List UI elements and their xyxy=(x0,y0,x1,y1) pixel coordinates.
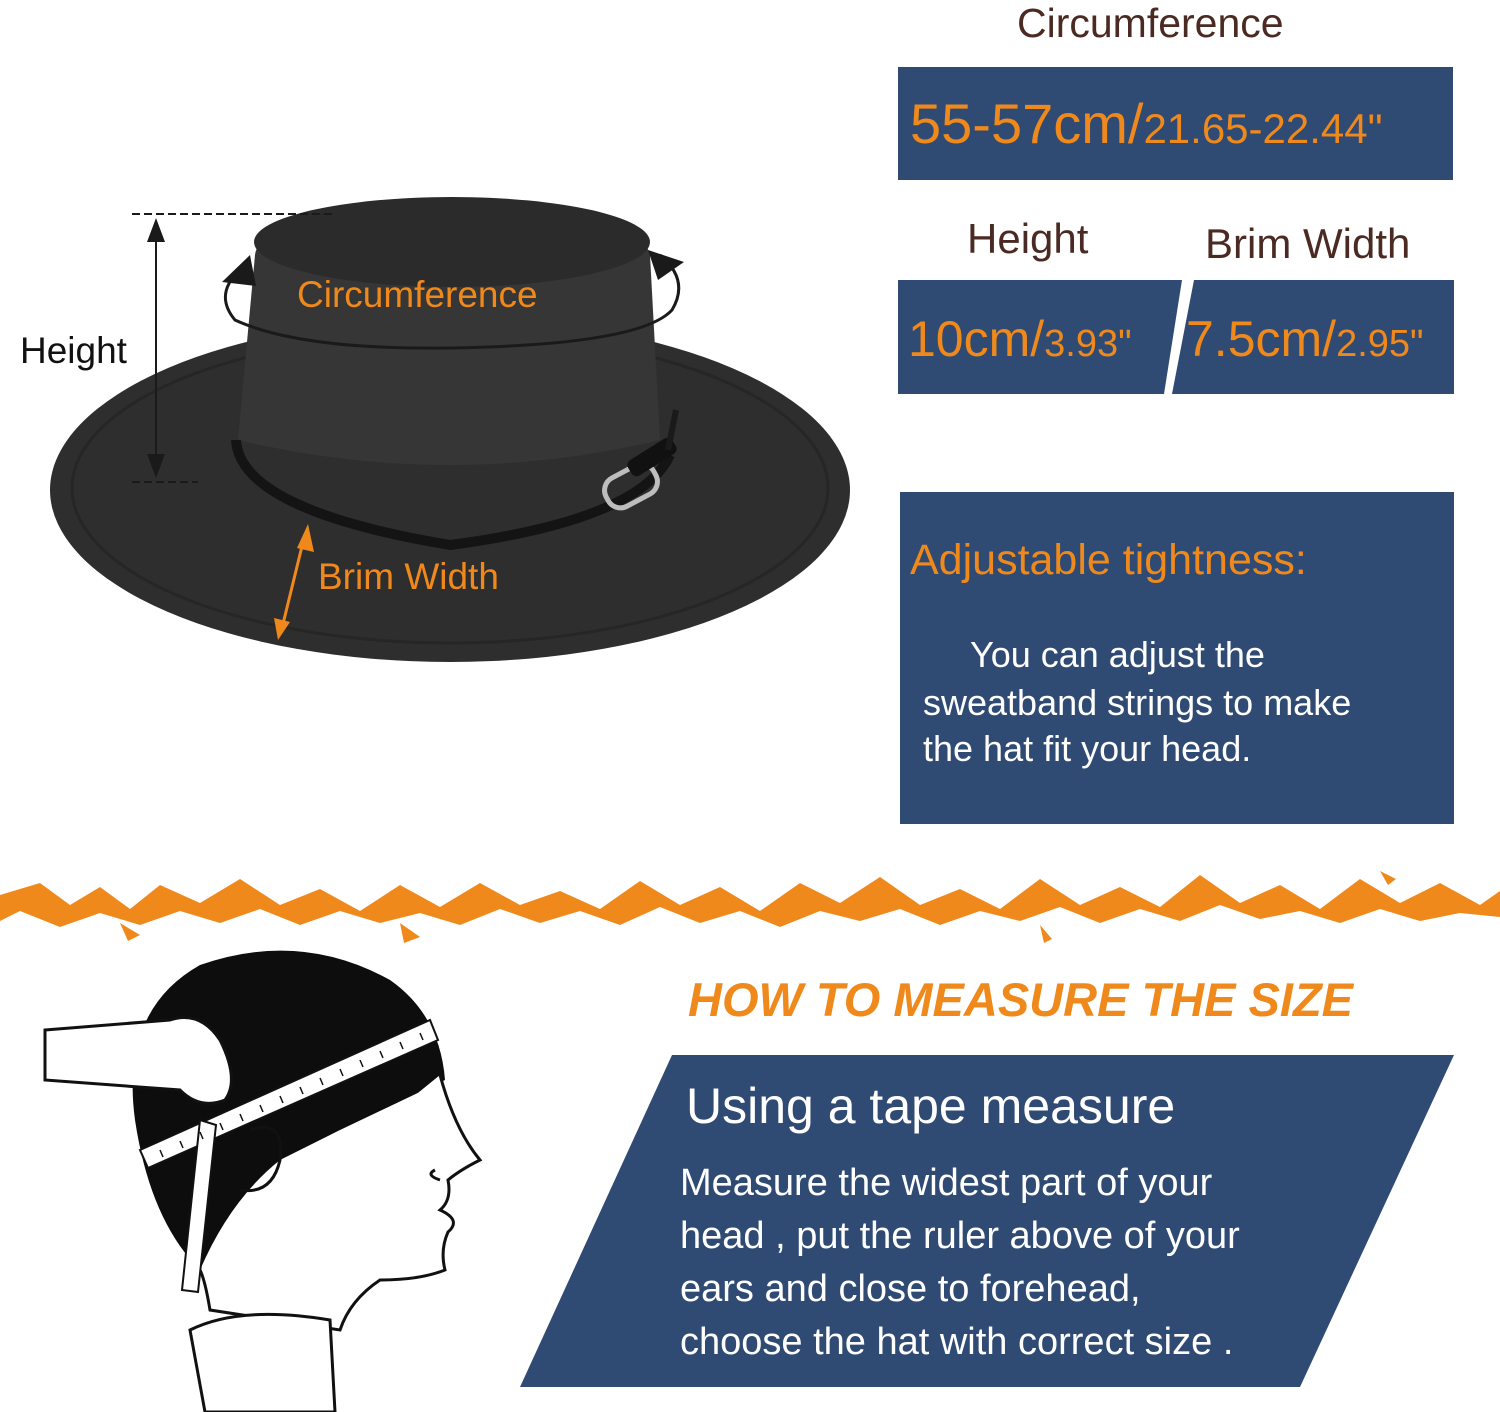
circumference-imperial: 21.65-22.44" xyxy=(1143,105,1383,152)
brim-metric: 7.5cm/ xyxy=(1186,311,1337,367)
adjustable-panel: Adjustable tightness: You can adjust the… xyxy=(900,492,1454,824)
brim-width-title: Brim Width xyxy=(1205,220,1411,267)
brim-width-arrow xyxy=(280,537,306,629)
head-ear xyxy=(239,1125,283,1193)
adjustable-line-2: sweatband strings to make xyxy=(923,682,1352,723)
measure-line-2: head , put the ruler above of your xyxy=(680,1215,1240,1257)
height-value: 10cm/3.93" xyxy=(908,310,1132,368)
circumference-panel: 55-57cm/21.65-22.44" xyxy=(898,67,1453,180)
height-brim-panels xyxy=(898,280,1454,394)
measure-heading: HOW TO MEASURE THE SIZE xyxy=(688,973,1353,1026)
brim-width-value: 7.5cm/2.95" xyxy=(1186,310,1424,368)
measure-line-3: ears and close to forehead, xyxy=(680,1268,1141,1310)
height-label: Height xyxy=(20,330,127,371)
brim-width-label: Brim Width xyxy=(318,556,499,597)
adjustable-line-3: the hat fit your head. xyxy=(923,728,1252,769)
hat-band xyxy=(231,439,675,551)
height-metric: 10cm/ xyxy=(908,311,1045,367)
head-face xyxy=(198,1074,483,1332)
measure-line-4: choose the hat with correct size . xyxy=(680,1321,1234,1363)
height-title: Height xyxy=(967,215,1089,262)
zigzag-divider xyxy=(0,871,1500,943)
hat-illustration xyxy=(50,197,850,662)
measure-subtitle: Using a tape measure xyxy=(686,1078,1176,1134)
adjustable-line-1: You can adjust the xyxy=(970,634,1265,675)
height-imperial: 3.93" xyxy=(1044,323,1132,365)
measure-line-1: Measure the widest part of your xyxy=(680,1162,1213,1204)
head-measuring-illustration xyxy=(43,950,483,1412)
adjustable-title: Adjustable tightness: xyxy=(910,536,1307,584)
circumference-arrow xyxy=(224,253,681,350)
circumference-value: 55-57cm/21.65-22.44" xyxy=(910,91,1383,156)
measure-panel xyxy=(520,1055,1454,1387)
brim-imperial: 2.95" xyxy=(1336,323,1424,365)
circumference-metric: 55-57cm/ xyxy=(910,92,1144,155)
buckle-icon xyxy=(602,461,660,511)
circumference-label: Circumference xyxy=(297,274,538,315)
circumference-title: Circumference xyxy=(1017,0,1284,46)
hand-icon xyxy=(43,1016,233,1105)
